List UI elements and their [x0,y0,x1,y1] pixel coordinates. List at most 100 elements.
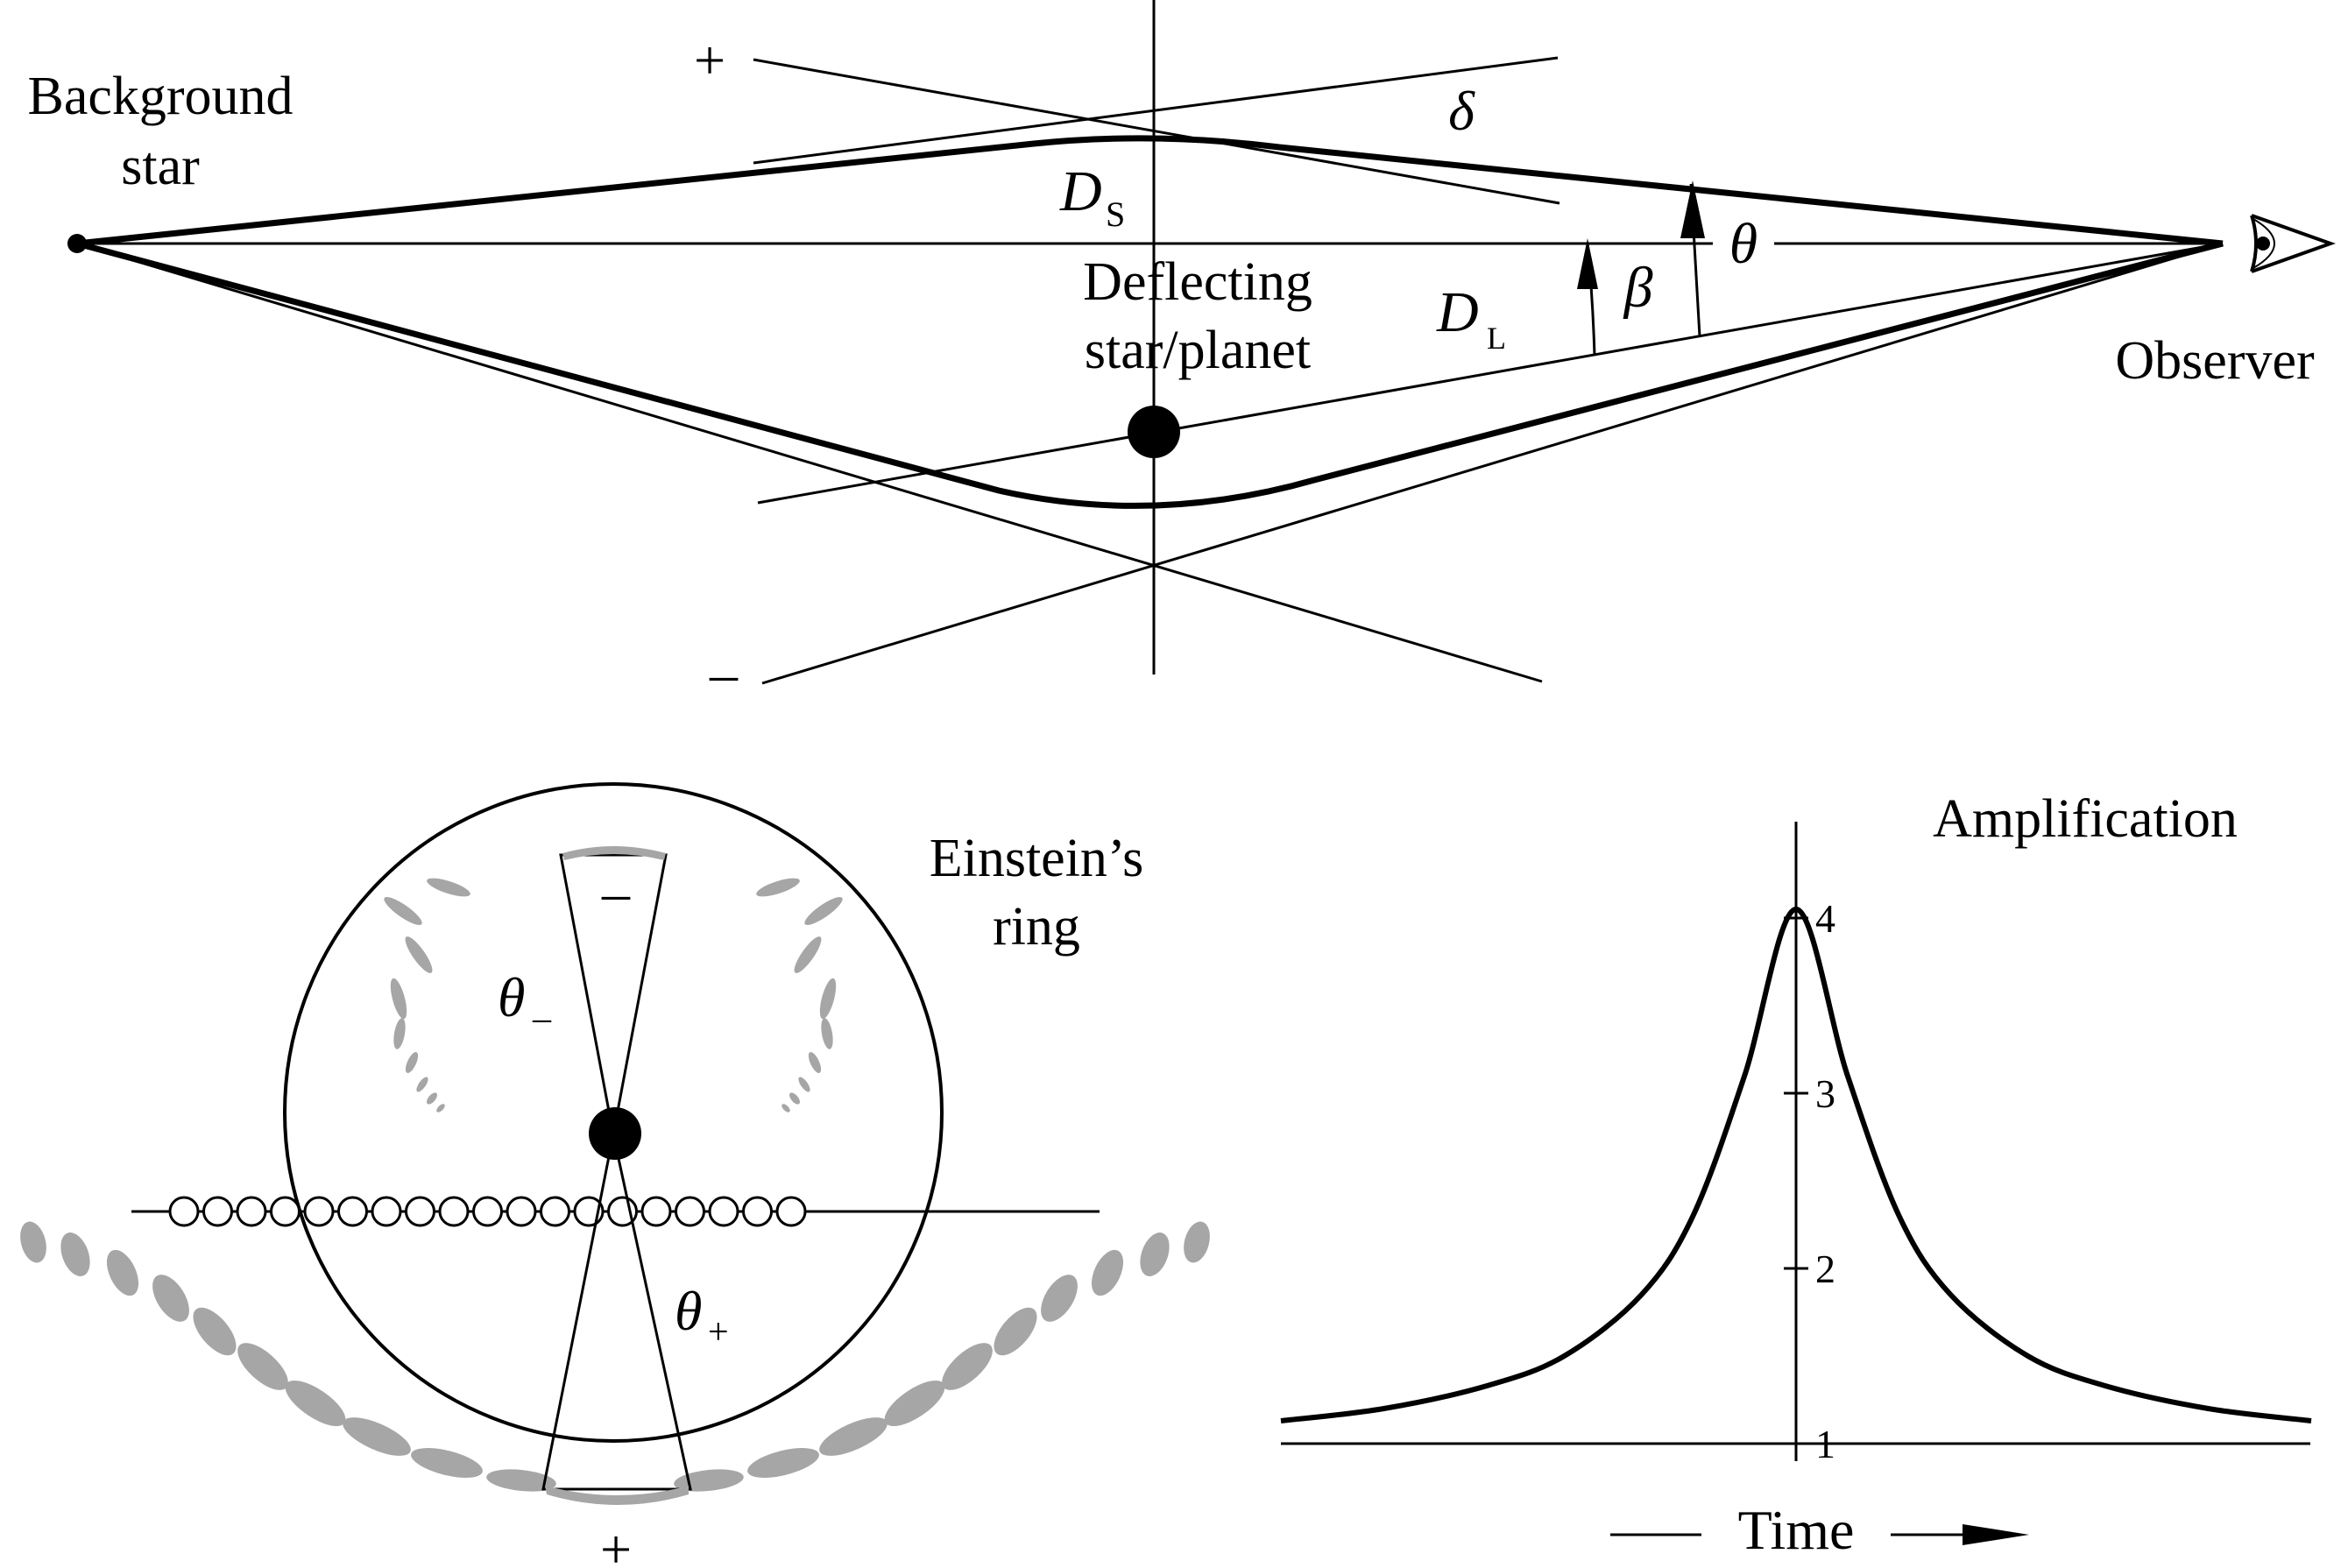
y-tick-label: 2 [1815,1247,1835,1291]
minus-image-blob [405,1052,419,1073]
minus-image-blob [405,936,433,973]
plus-image-arc [545,1486,689,1505]
source-position-circle [236,1196,267,1227]
deflector-label-line1: Deflecting [1083,252,1312,312]
background-star-label-line2: star [121,137,200,196]
plus-image-blob [747,1448,819,1478]
minus-image-blob [819,978,837,1020]
source-position-circle [540,1196,570,1227]
source-position-circle [202,1196,233,1227]
x-axis-label: Time [1738,1499,1855,1561]
einstein-ring-title-line1: Einstein’s [930,829,1144,888]
theta-minus-label: θ [498,966,525,1028]
einstein-ring-panel: – θ – θ + + Einstein’s ring [20,782,1210,1568]
einstein-ring-circle [283,782,944,1443]
minus-image-blob [821,1018,833,1049]
plus-image-blob [411,1448,483,1478]
eye-icon [2250,214,2336,273]
plus-image-blob [343,1417,411,1456]
beta-arrowhead [1577,238,1598,289]
plus-image-blob [486,1469,556,1492]
y-tick-label: 4 [1815,896,1835,941]
minus-image-sign: – [601,861,631,923]
minus-image-blob [390,978,407,1020]
upper-asymptote-source-side [753,58,1560,205]
minus-image-blob [416,1077,428,1092]
source-position-circle [675,1196,705,1227]
delta-label-bg [1428,84,1481,145]
lower-asymptote-a [76,242,1543,683]
source-position-circle [303,1196,335,1227]
source-position-circle [438,1196,470,1227]
chart-title: Amplification [1933,789,2238,849]
source-position-circle [708,1196,739,1227]
line-of-sight-to-lens [757,242,2224,505]
plus-image-blob [674,1469,744,1492]
minus-image-blob [782,1104,790,1112]
source-position-circle [337,1196,368,1227]
einstein-ring-title-line2: ring [993,897,1080,957]
plus-image-blob [193,1307,237,1356]
plus-image-blob [285,1380,346,1427]
y-tick-label: 3 [1815,1071,1835,1116]
plus-image-blob [1041,1275,1078,1322]
minus-image-blob [427,878,470,897]
plus-image-blob [942,1343,993,1390]
minus-image-blob [789,1092,800,1105]
plus-image-blob [1091,1249,1124,1296]
minus-image-label: – [709,642,739,704]
minus-image-blob [794,936,822,973]
minus-image-blob [436,1104,445,1112]
plus-image-blob [60,1233,90,1276]
theta-arrowhead [1680,180,1705,238]
plus-image-sector [541,1134,692,1491]
plus-image-blob [20,1221,46,1263]
plus-image-blob [1140,1233,1170,1276]
deflecting-mass-dot [1128,406,1180,458]
deflector-label-line2: star/planet [1085,321,1311,380]
theta-label: θ [1729,212,1758,276]
plus-image-blob [237,1343,288,1390]
theta-label-bg [1713,219,1774,273]
amplification-curve [1280,906,2312,1423]
theta-plus-subscript: + [708,1312,729,1353]
plus-image-blob [106,1249,139,1296]
source-position-circle [270,1196,301,1227]
source-position-circle [472,1196,503,1227]
dl-subscript: L [1487,321,1506,356]
minus-image-blob [798,1077,810,1092]
ds-subscript: S [1106,194,1125,234]
minus-image-blob [427,1092,437,1105]
dl-label: D [1436,280,1479,344]
source-position-circle [405,1196,435,1227]
lower-light-ray [76,240,2224,509]
minus-image-blob [384,897,422,925]
plus-image-blob [819,1417,888,1456]
plus-image-blob [994,1307,1037,1356]
upper-asymptote-observer-side [753,56,1559,165]
plus-image-blob [884,1380,945,1427]
minus-image-arc [562,846,666,860]
source-position-circle [742,1196,773,1227]
source-positions [168,1196,807,1227]
source-position-circle [640,1196,672,1227]
minus-image-blob [756,878,800,897]
theta-minus-subscript: – [532,999,552,1039]
plus-image-blob [1184,1221,1210,1263]
lensed-image-track [20,878,1210,1492]
source-position-circle [775,1196,807,1227]
source-position-circle [506,1196,537,1227]
plus-image-blob [152,1275,189,1322]
plus-image-label: + [694,29,725,91]
minus-image-blob [804,897,843,925]
beta-label: β [1623,256,1653,320]
background-star-dot [67,234,87,253]
observer-label: Observer [2115,331,2315,391]
delta-label: δ [1448,80,1475,142]
ds-label: D [1059,159,1102,223]
background-star-label-line1: Background [27,67,293,126]
source-position-circle [371,1196,402,1227]
